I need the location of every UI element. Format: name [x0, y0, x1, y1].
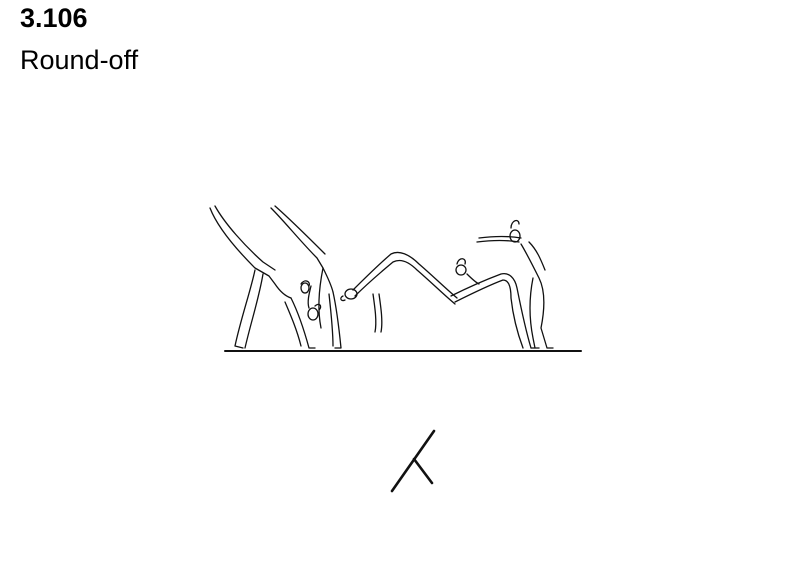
- gymnast-pose-2: [270, 205, 342, 349]
- round-off-symbol: [390, 429, 436, 493]
- gymnast-pose-5: [476, 219, 554, 349]
- element-name: Round-off: [20, 45, 139, 75]
- round-off-sequence-illustration: [209, 205, 582, 352]
- element-code: 3.106: [20, 3, 88, 33]
- gymnast-pose-4: [450, 258, 540, 349]
- gymnast-pose-3: [340, 251, 458, 333]
- gymnast-pose-1: [209, 205, 322, 349]
